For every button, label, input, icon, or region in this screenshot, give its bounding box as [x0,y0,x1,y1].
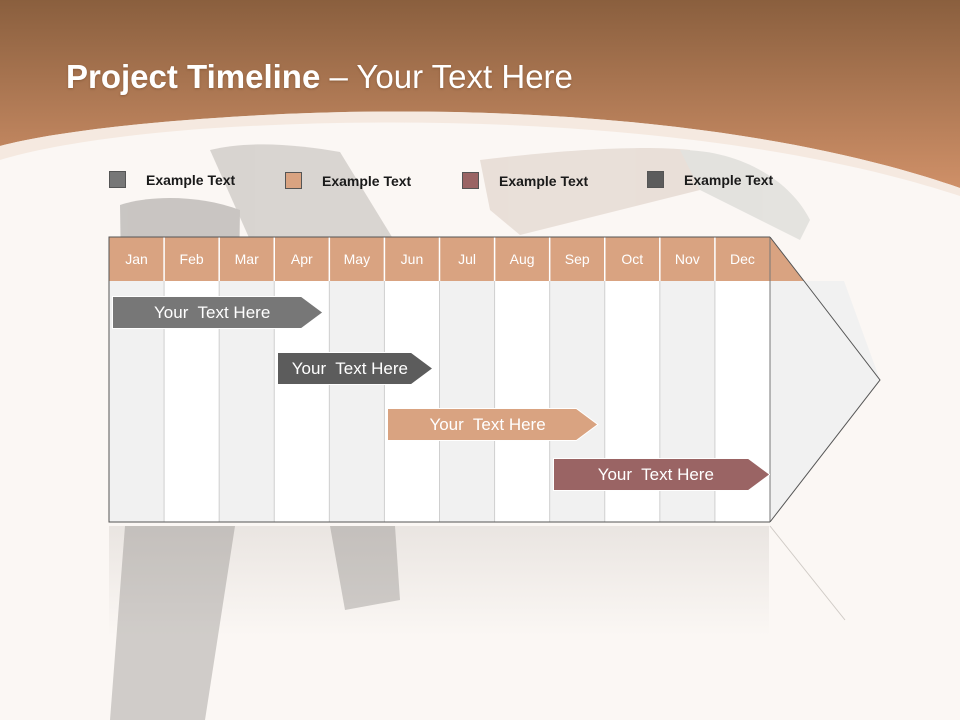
task-bar-label: Your Text Here [429,415,546,434]
month-label: Jan [125,251,148,267]
legend-item: Example Text [109,171,235,188]
task-bar: Your Text Here [277,352,434,385]
task-bar-shape [277,352,434,385]
legend-label: Example Text [499,172,589,189]
reflection-edge [769,525,846,621]
task-bar-label: Your Text Here [291,359,408,378]
task-bar: Your Text Here [552,458,770,491]
month-label: Apr [290,251,313,267]
header-band [0,0,960,188]
title-main: Project Timeline [66,58,321,95]
task-bar-arrow [387,408,599,441]
legend-swatch [462,172,479,189]
month-column [384,281,440,522]
task-bar-label: Your Text Here [154,303,271,322]
month-label: Sep [564,251,590,267]
legend-item: Example Text [462,172,588,189]
month-label: Nov [674,251,700,267]
arrow-head [770,281,880,522]
month-label: May [343,251,371,267]
legend-label: Example Text [684,171,774,188]
timeline-reflection [109,526,769,636]
legend-item: Example Text [647,171,773,188]
legend-swatch [647,171,664,188]
legend-swatch [109,171,126,188]
task-bar-shape [112,296,324,329]
task-bar-shape [552,458,770,491]
month-label: Oct [621,251,644,267]
month-label: Aug [509,251,535,267]
arrow-outline [769,236,881,523]
header-swoosh [0,111,960,196]
task-bar-arrow [112,296,324,329]
month-column [494,281,550,522]
task-bar-shape [387,408,599,441]
month-label: Mar [234,251,259,267]
task-bar: Your Text Here [387,408,599,441]
photo-reflection [110,526,400,720]
task-bar-label: Your Text Here [597,465,714,484]
legend-swatch [285,172,302,189]
month-label: Jul [458,251,476,267]
page-title: Project Timeline – Your Text Here [66,58,573,96]
legend-item: Example Text [285,172,411,189]
month-column [329,281,385,522]
task-bar: Your Text Here [112,296,324,329]
task-bar-arrow [277,352,434,385]
timeline-outline [108,236,770,523]
month-column [439,281,495,522]
month-label: Jun [400,251,424,267]
month-label: Feb [179,251,204,267]
legend-label: Example Text [322,172,412,189]
title-subtitle: – Your Text Here [320,58,573,95]
task-bar-arrow [552,458,770,491]
legend-label: Example Text [146,171,236,188]
month-label: Dec [729,251,755,267]
header-strip [109,237,804,281]
